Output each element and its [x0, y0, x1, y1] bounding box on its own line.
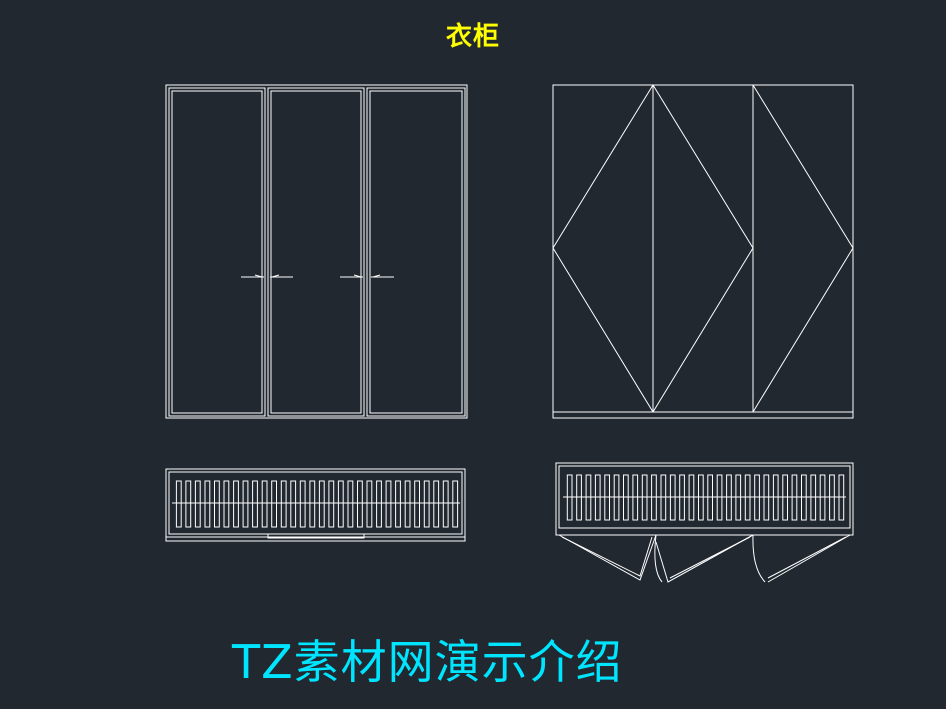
hanger	[175, 480, 182, 528]
left-wardrobe-elevation	[165, 84, 468, 419]
door-opening-line	[652, 84, 754, 413]
door-handle	[340, 274, 363, 278]
hanger	[744, 474, 751, 521]
hanger	[204, 480, 211, 528]
hanger	[801, 474, 807, 521]
right-wardrobe-elevation	[552, 84, 854, 419]
hanger	[337, 480, 344, 528]
hanger	[669, 474, 676, 521]
hanger	[810, 474, 817, 521]
hanger	[452, 480, 459, 528]
hanger	[214, 480, 220, 528]
left-door-panel-inner	[171, 90, 263, 414]
door-handle	[270, 274, 293, 278]
hanger	[585, 474, 592, 521]
hanger	[404, 480, 411, 528]
hanger	[651, 474, 657, 521]
hanger	[594, 474, 601, 521]
hanger	[698, 474, 704, 521]
left-wardrobe-outline	[165, 84, 468, 419]
hanger	[290, 480, 297, 528]
hanger	[433, 480, 440, 528]
drawing-title: 衣柜	[445, 22, 500, 52]
hanger	[376, 480, 382, 528]
sliding-track	[267, 533, 365, 539]
hanger	[623, 474, 629, 521]
hanger	[763, 474, 770, 521]
hanger	[194, 480, 201, 528]
hanger	[414, 480, 421, 528]
hanger	[385, 480, 392, 528]
hanger	[357, 480, 363, 528]
left-door-panel-inner	[270, 90, 362, 414]
hanger	[819, 474, 826, 521]
hanger	[716, 474, 723, 521]
hanger	[613, 474, 620, 521]
hanger	[679, 474, 685, 521]
hanger	[366, 480, 373, 528]
hanger	[838, 474, 845, 521]
hanger	[252, 480, 258, 528]
hanger	[347, 480, 354, 528]
right-plan-outline	[555, 462, 854, 536]
left-door-panel	[168, 87, 266, 417]
door-handle	[241, 274, 264, 278]
hanger	[735, 474, 742, 521]
left-plan-outline	[165, 468, 466, 542]
hanger	[280, 480, 287, 528]
folding-door	[558, 534, 851, 583]
hanger	[707, 474, 713, 521]
hanger	[632, 474, 639, 521]
hanger	[660, 474, 667, 521]
hanger	[576, 474, 582, 521]
hanger	[782, 474, 788, 521]
hanger	[299, 480, 306, 528]
hanger	[185, 480, 192, 528]
watermark-text: TZ素材网演示介绍	[232, 635, 623, 689]
hanger	[395, 480, 401, 528]
hanger	[604, 474, 610, 521]
hanger	[829, 474, 835, 521]
hanger	[726, 474, 732, 521]
hanger	[261, 480, 268, 528]
hanger	[233, 480, 239, 528]
hanger	[442, 480, 449, 528]
hanger-group	[175, 480, 459, 528]
hanger	[688, 474, 695, 521]
hanger	[791, 474, 798, 521]
left-door-panel	[366, 87, 466, 417]
right-wardrobe-outline	[552, 84, 854, 419]
hanger	[223, 480, 230, 528]
hanger	[754, 474, 760, 521]
door-opening-line	[552, 84, 654, 413]
door-opening-line	[752, 84, 854, 413]
hanger	[309, 480, 316, 528]
door-handle	[371, 274, 394, 278]
right-wardrobe-plan	[555, 462, 854, 583]
left-wardrobe-plan	[165, 468, 466, 542]
hanger	[242, 480, 249, 528]
hanger	[641, 474, 648, 521]
left-door-panel	[267, 87, 365, 417]
hanger	[423, 480, 430, 528]
left-door-panel-inner	[369, 90, 463, 414]
hanger	[271, 480, 278, 528]
right-plan-inner	[558, 465, 851, 529]
hanger	[772, 474, 779, 521]
hanger	[566, 474, 573, 521]
hanger	[318, 480, 325, 528]
hanger-group	[566, 474, 845, 521]
hanger	[328, 480, 335, 528]
